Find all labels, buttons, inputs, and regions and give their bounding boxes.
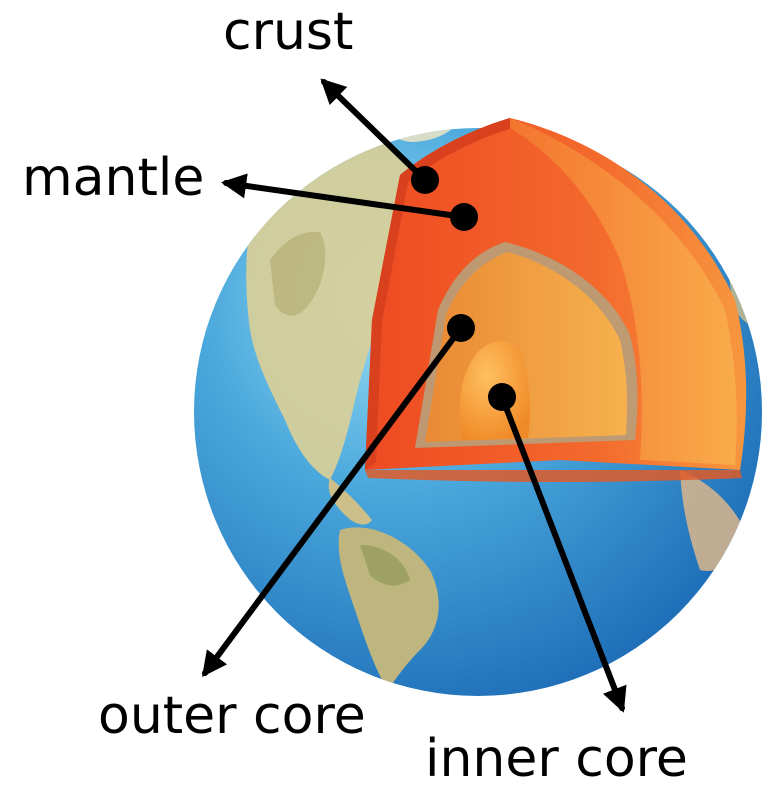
outer-core-pointer-line — [201, 325, 464, 678]
inner-core-pointer-dot — [488, 383, 516, 411]
crust-layer — [400, 118, 512, 182]
mantle-pointer-dot — [450, 203, 478, 231]
crust-label: crust — [223, 2, 354, 62]
mantle-pointer-line — [221, 173, 467, 220]
pointer-dots — [411, 166, 516, 411]
mantle-label: mantle — [22, 148, 205, 208]
globe — [194, 118, 762, 696]
crust-pointer-line — [320, 78, 428, 183]
inner-core-pointer-line — [499, 394, 627, 713]
crust-pointer-dot — [411, 166, 439, 194]
outer-core-label: outer core — [98, 686, 366, 746]
cutaway-wedge — [365, 118, 747, 482]
inner-core-label: inner core — [425, 729, 688, 785]
outer-core-pointer-dot — [447, 314, 475, 342]
pointers — [201, 78, 627, 713]
